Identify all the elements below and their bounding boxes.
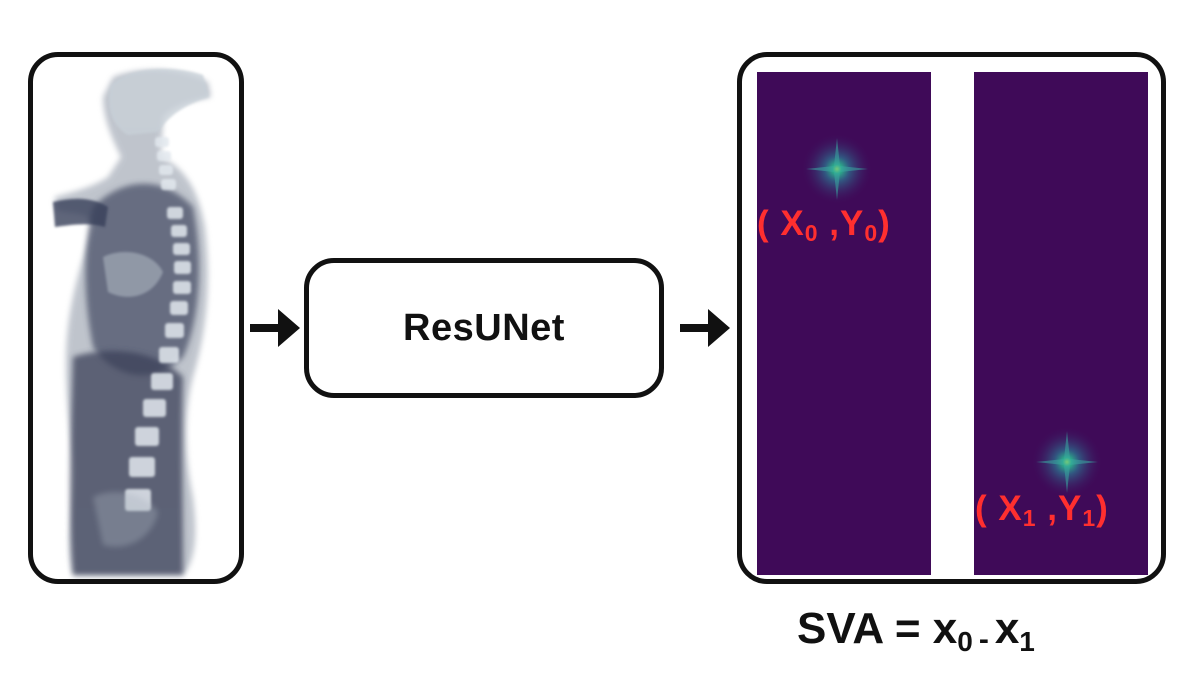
heatmap-left [757, 72, 931, 575]
keypoint-0-marker [801, 133, 873, 205]
heatmap-right [974, 72, 1148, 575]
model-box: ResUNet [304, 258, 664, 398]
output-heatmap-panel [737, 52, 1166, 584]
keypoint-1-label: ( X1 ,Y1) [975, 489, 1109, 531]
arrow-right-icon [680, 309, 730, 347]
keypoint-0-label: ( X0 ,Y0) [757, 204, 891, 246]
spine-xray-image [53, 69, 211, 575]
input-xray-panel [28, 52, 244, 584]
arrow-right-icon [250, 309, 300, 347]
model-label: ResUNet [403, 306, 565, 349]
keypoint-1-marker [1031, 426, 1103, 498]
sva-formula: SVA = x0-x1 [797, 604, 1035, 657]
